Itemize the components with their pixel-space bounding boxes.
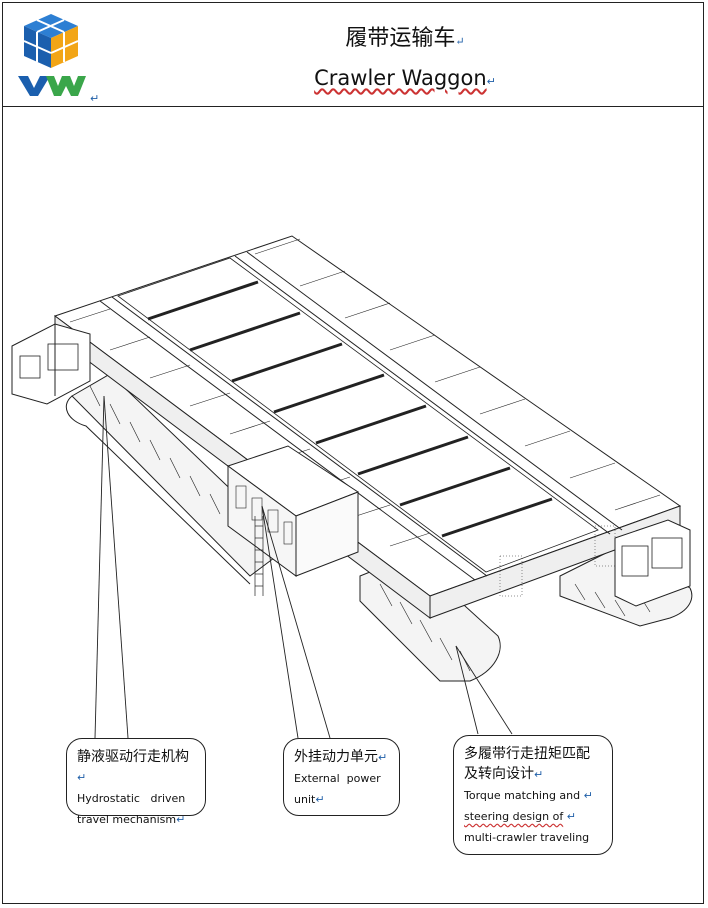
leader-lines — [94, 395, 513, 739]
callout-cn-label: 及转向设计 — [464, 766, 534, 782]
paragraph-mark: ↵ — [378, 751, 388, 764]
crawler-waggon-drawing — [11, 235, 693, 739]
callout-en-line: travel mechanism — [77, 813, 177, 826]
vent-panel-icon — [499, 525, 616, 597]
header-divider — [2, 106, 704, 107]
paragraph-mark: ↵ — [534, 768, 544, 781]
callout-en-line: multi-crawler traveling — [464, 831, 590, 844]
left-cab-icon — [11, 323, 91, 405]
callout-en-line: Torque matching and — [464, 789, 581, 802]
callout-cn-label: 外挂动力单元 — [294, 749, 378, 765]
title-cn-text: 履带运输车 — [345, 26, 456, 51]
callout-en-line: steering design of — [464, 810, 564, 823]
paragraph-mark: ↵ — [583, 789, 593, 802]
callout-power-unit: 外挂动力单元↵ External power unit↵ — [283, 738, 400, 816]
title-english: Crawler Waggon↵ — [104, 66, 706, 90]
callout-cn-label: 多履带行走扭矩匹配 — [464, 746, 590, 762]
right-cab-icon — [614, 519, 691, 607]
callout-torque-steering: 多履带行走扭矩匹配 及转向设计↵ Torque matching and ↵ s… — [453, 735, 613, 855]
callout-en-line: Hydrostatic driven — [77, 792, 186, 805]
paragraph-mark: ↵ — [77, 771, 87, 784]
callout-hydrostatic-drive: 静液驱动行走机构 ↵ Hydrostatic driven travel mech… — [66, 738, 206, 826]
paragraph-mark: ↵ — [90, 92, 100, 105]
callout-cn-label: 静液驱动行走机构 — [77, 749, 189, 765]
title-en-text: Crawler Waggon — [314, 66, 487, 90]
paragraph-mark: ↵ — [566, 810, 576, 823]
ycw-logo-icon — [18, 14, 86, 96]
paragraph-mark: ↵ — [176, 813, 186, 826]
paragraph-mark: ↵ — [315, 793, 325, 806]
callout-en-line: unit — [294, 793, 316, 806]
power-unit-icon — [226, 445, 360, 577]
ladder-icon — [254, 516, 264, 596]
title-chinese: 履带运输车↵ — [104, 20, 706, 52]
paragraph-mark: ↵ — [455, 35, 465, 48]
callout-en-line: External power — [294, 772, 381, 785]
paragraph-mark: ↵ — [486, 75, 496, 88]
